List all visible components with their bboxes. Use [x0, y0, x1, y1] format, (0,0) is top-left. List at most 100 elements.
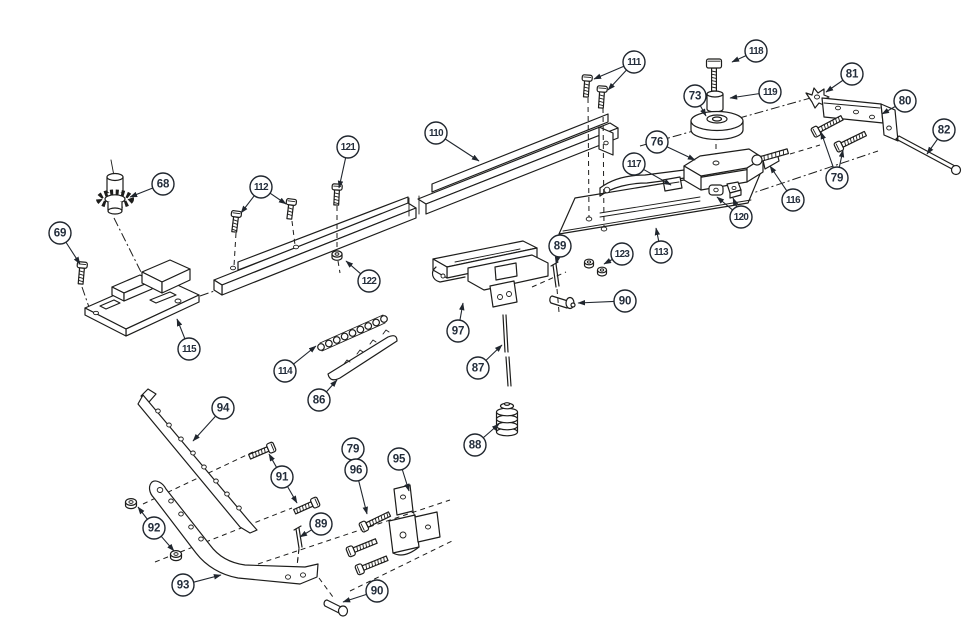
leader-line	[881, 105, 896, 115]
callout-number: 114	[278, 366, 293, 377]
callout-number: 111	[627, 57, 642, 68]
leader-line	[129, 187, 153, 198]
callout-bubble	[645, 130, 669, 154]
callout-bubble	[48, 221, 72, 245]
leader-line	[65, 241, 81, 265]
callout-bubble	[466, 356, 490, 380]
callout-118: 118	[731, 39, 768, 63]
callout-87: 87	[466, 344, 503, 380]
callout-119: 119	[729, 80, 782, 104]
callout-96: 96	[344, 458, 368, 515]
nut	[596, 266, 608, 277]
leader-line	[293, 345, 317, 365]
callout-number: 121	[341, 142, 357, 153]
callout-bubble	[825, 166, 849, 190]
callout-number: 89	[554, 241, 566, 253]
callout-number: 117	[627, 159, 642, 170]
callout-bubble	[622, 152, 646, 176]
callout-number: 97	[452, 326, 464, 338]
callout-number: 94	[217, 403, 230, 415]
callout-bubble	[365, 579, 389, 603]
callout-bubble	[781, 188, 805, 212]
callout-94: 94	[192, 396, 235, 442]
callout-bubble	[211, 396, 235, 420]
callout-number: 92	[148, 523, 160, 535]
callout-76: 76	[645, 130, 696, 161]
callout-110: 110	[424, 121, 480, 162]
callout-number: 68	[157, 179, 170, 191]
leader-line	[325, 379, 338, 393]
chain-link	[324, 339, 333, 348]
leader-line	[444, 138, 480, 162]
leader-line	[459, 302, 465, 321]
callout-number: 95	[393, 454, 406, 466]
callout-number: 115	[182, 344, 197, 355]
hardware-screws-and-nuts	[76, 58, 868, 576]
leader-line	[268, 453, 278, 468]
callout-number: 118	[749, 46, 764, 57]
screw	[354, 555, 389, 576]
callout-bubble	[893, 89, 917, 113]
leader-line	[358, 480, 368, 515]
leader-line	[342, 593, 367, 603]
part-fasteners-120	[708, 181, 742, 199]
callout-88: 88	[463, 423, 500, 457]
part-straight-door-bracket-94	[137, 388, 258, 534]
callout-number: 120	[734, 212, 750, 223]
leader-line	[732, 197, 739, 208]
callout-81: 81	[825, 62, 864, 93]
screw	[285, 198, 298, 220]
callout-number: 110	[429, 128, 444, 139]
leader-line	[838, 149, 845, 168]
callout-number: 91	[276, 472, 289, 484]
callout-115: 115	[176, 318, 201, 361]
chain-link	[332, 336, 341, 344]
callout-93: 93	[171, 573, 222, 597]
leader-line	[654, 227, 661, 242]
leader-line	[643, 168, 672, 186]
part-chain-guard-86	[327, 329, 398, 381]
callout-number: 73	[689, 91, 701, 103]
leader-line	[593, 65, 625, 80]
callout-number: 87	[472, 363, 484, 375]
callout-number: 119	[763, 87, 778, 98]
callout-number: 113	[654, 247, 669, 258]
screw	[581, 74, 593, 98]
callout-bubble	[151, 172, 175, 196]
part-clevis-rod-82	[895, 135, 962, 176]
leader-line	[269, 192, 287, 205]
callout-bubble	[273, 359, 297, 383]
part-rail-110	[213, 113, 619, 296]
callout-number: 86	[313, 395, 325, 407]
chain-link	[340, 332, 349, 341]
screw	[705, 58, 723, 92]
nut	[169, 549, 183, 562]
leader-line	[401, 469, 410, 492]
part-clevis-pin-90-upper	[549, 295, 576, 310]
leader-line	[192, 415, 217, 442]
callout-114: 114	[273, 345, 317, 383]
part-spacer-119	[706, 90, 724, 113]
callout-90: 90	[342, 579, 389, 603]
callout-bubble	[336, 135, 360, 159]
leader-line	[699, 105, 707, 117]
leader-line	[926, 138, 939, 155]
callout-79: 79	[341, 437, 365, 461]
leader-line	[731, 55, 747, 63]
nut	[583, 258, 595, 269]
part-plate-113	[558, 166, 764, 235]
screw	[596, 85, 608, 109]
callout-112: 112	[240, 175, 287, 214]
part-trolley-front-97	[431, 240, 549, 308]
callout-90: 90	[577, 289, 637, 313]
callout-111: 111	[593, 50, 646, 91]
part-curved-door-arm-93	[148, 480, 319, 585]
callout-number: 82	[938, 125, 950, 137]
leader-line	[577, 299, 615, 306]
screw	[345, 538, 378, 558]
part-trolley-115	[84, 259, 200, 337]
leader-line	[337, 157, 347, 189]
chain-link	[356, 325, 365, 334]
leader-line	[716, 196, 733, 211]
screw	[248, 441, 277, 460]
